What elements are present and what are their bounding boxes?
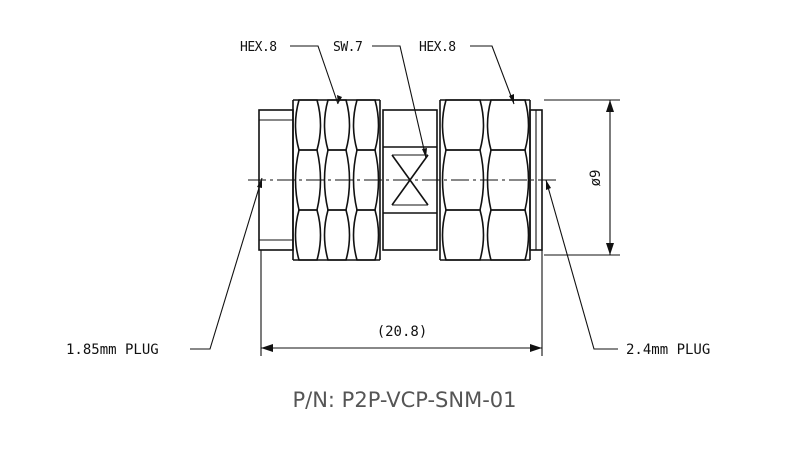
leader-hex-left	[290, 45, 342, 105]
hex-facet	[323, 209, 351, 261]
left-plug-label: 1.85mm PLUG	[66, 342, 159, 358]
hex-left-label: HEX.8	[240, 40, 277, 55]
length-label: (20.8)	[377, 324, 428, 340]
leader-sw	[372, 45, 427, 159]
left-hex-nut	[292, 99, 381, 261]
sw-label: SW.7	[333, 40, 362, 55]
length-dimension	[260, 250, 543, 356]
leader-left-plug	[190, 177, 263, 350]
hex-facet	[294, 209, 322, 261]
hex-facet	[486, 209, 530, 261]
part-number: P/N: P2P-VCP-SNM-01	[292, 388, 517, 412]
diameter-label: ø9	[588, 170, 604, 187]
diameter-dimension	[544, 99, 620, 256]
leader-right-plug	[545, 179, 618, 350]
hex-facet	[352, 209, 380, 261]
right-plug-label: 2.4mm PLUG	[626, 342, 710, 358]
leader-hex-right	[470, 45, 515, 105]
hex-right-label: HEX.8	[419, 40, 456, 55]
hex-facet	[441, 209, 485, 261]
